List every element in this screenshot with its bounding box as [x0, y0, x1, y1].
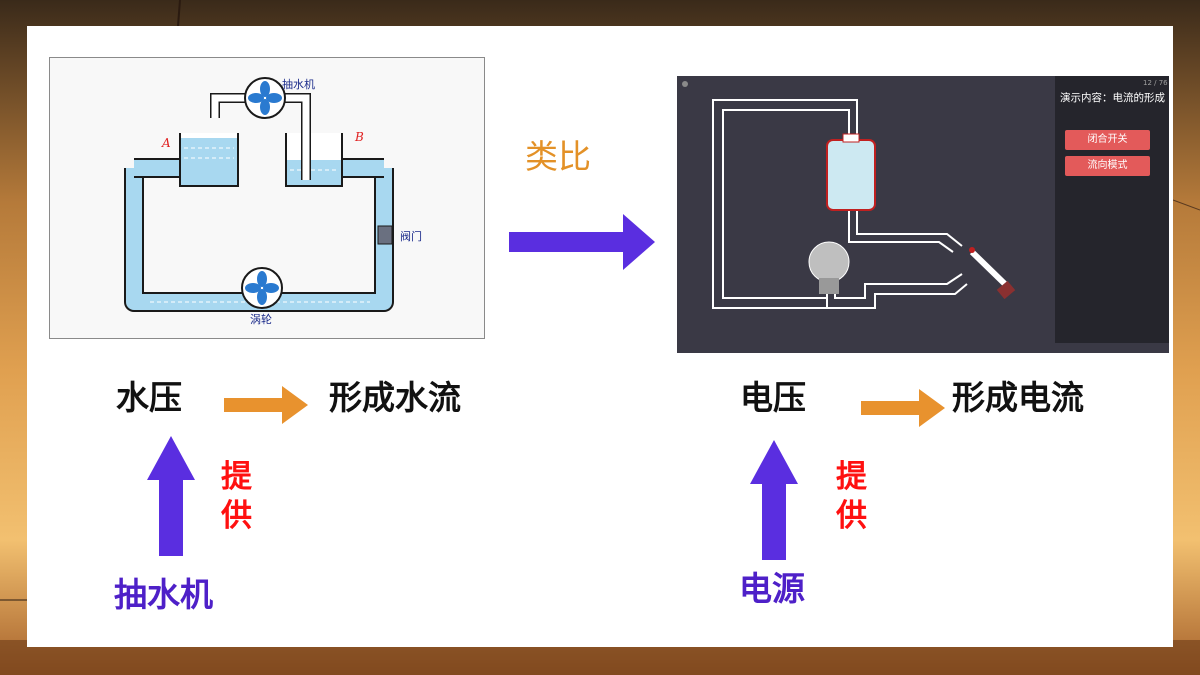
circuit-demo-panel: 12 / 76 演示内容：电流的形成 闭合开关 流向模式	[677, 76, 1169, 353]
demo-sidebar: 12 / 76 演示内容：电流的形成 闭合开关 流向模式	[1055, 76, 1169, 343]
power-source-label: 电源	[739, 569, 805, 608]
container-a-label: A	[162, 136, 171, 150]
analogy-label: 类比	[525, 137, 591, 176]
valve-icon	[377, 225, 393, 245]
demo-sidebar-title: 演示内容：电流的形成	[1060, 92, 1165, 104]
water-provide-char-2: 供	[221, 497, 252, 534]
current-provide-text: 提 供	[836, 458, 867, 536]
water-pressure-label: 水压	[116, 378, 182, 417]
pump-fan-icon	[244, 77, 286, 119]
battery-icon	[826, 139, 876, 211]
turbine-label: 涡轮	[250, 313, 272, 326]
current-provide-char-1: 提	[836, 459, 867, 495]
current-effect-arrow	[861, 389, 945, 427]
circuit-drawing	[682, 81, 1016, 309]
water-circuit-drawing	[124, 77, 394, 312]
current-flow-label: 形成电流	[952, 378, 1084, 417]
water-effect-arrow	[224, 386, 308, 424]
slide-counter: 12 / 76	[1143, 79, 1168, 87]
water-provide-text: 提 供	[221, 458, 252, 536]
valve-label: 阀门	[400, 230, 422, 243]
current-provide-arrow	[750, 440, 798, 560]
close-switch-button[interactable]: 闭合开关	[1065, 130, 1150, 150]
water-provide-arrow	[147, 436, 195, 556]
container-b-label: B	[355, 130, 364, 144]
turbine-icon	[241, 267, 283, 309]
water-flow-label: 形成水流	[329, 378, 461, 417]
pump-label: 抽水机	[282, 78, 315, 91]
water-provide-char-1: 提	[221, 459, 252, 495]
analogy-arrow	[509, 214, 655, 270]
bulb-icon	[808, 241, 850, 283]
water-circuit-diagram: 抽水机 涡轮 阀门 A B	[49, 57, 485, 339]
water-source-label: 抽水机	[114, 575, 213, 614]
slide-canvas: 抽水机 涡轮 阀门 A B 类比	[27, 26, 1173, 647]
flow-mode-button[interactable]: 流向模式	[1065, 156, 1150, 176]
current-provide-char-2: 供	[836, 497, 867, 534]
voltage-label: 电压	[740, 378, 806, 417]
switch-lever-icon	[969, 249, 1010, 289]
